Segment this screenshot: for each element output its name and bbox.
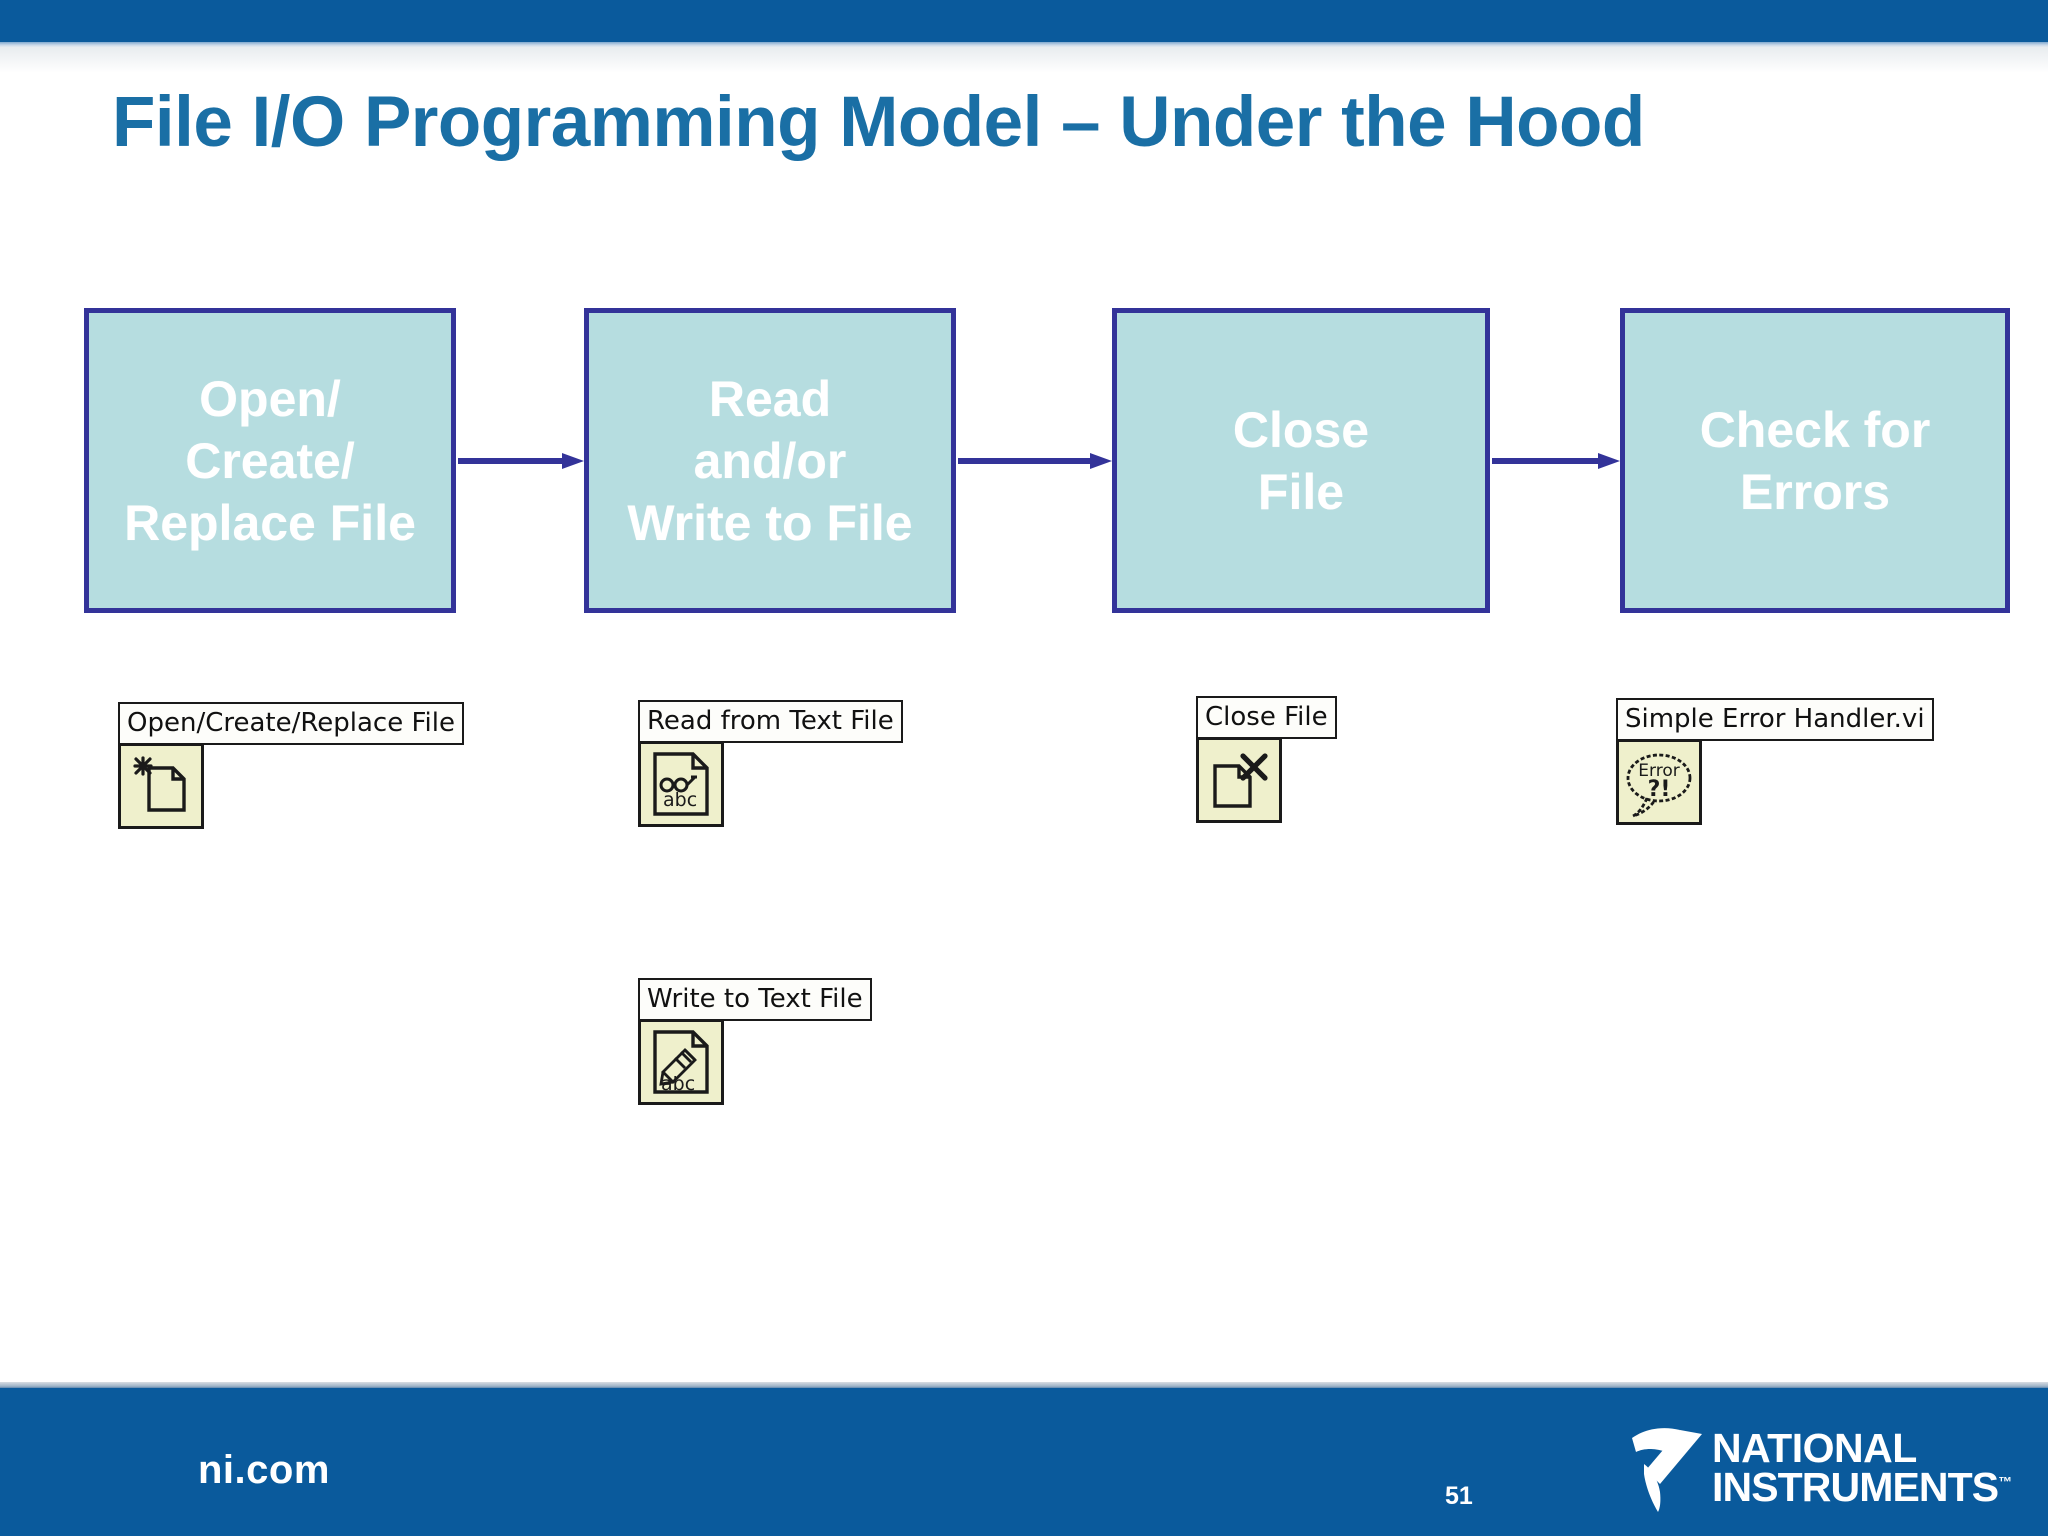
error-speech-bubble-icon: Error ?! xyxy=(1616,739,1702,825)
vi-write-to-text-file[interactable]: Write to Text File abc xyxy=(638,978,872,1105)
vi-open-create-replace-file[interactable]: Open/Create/Replace File xyxy=(118,702,464,829)
national-instruments-logo: NATIONAL INSTRUMENTS™ xyxy=(1630,1418,2020,1518)
arrow-shaft xyxy=(458,458,562,464)
document-glasses-abc-icon: abc xyxy=(638,741,724,827)
flow-box-close-file[interactable]: Close File xyxy=(1112,308,1490,613)
svg-text:abc: abc xyxy=(663,789,697,811)
vi-label: Read from Text File xyxy=(638,700,903,743)
vi-label: Close File xyxy=(1196,696,1337,739)
page-title: File I/O Programming Model – Under the H… xyxy=(112,83,1645,162)
arrow-shaft xyxy=(958,458,1090,464)
top-banner xyxy=(0,0,2048,42)
arrow-head xyxy=(1598,453,1620,469)
ni-com-link[interactable]: ni.com xyxy=(198,1448,330,1492)
top-banner-fade xyxy=(0,47,2048,73)
footer-banner xyxy=(0,1388,2048,1536)
ni-wordmark-line2: INSTRUMENTS™ xyxy=(1712,1467,2012,1508)
ni-wordmark-line1: NATIONAL xyxy=(1712,1425,1917,1472)
vi-label: Open/Create/Replace File xyxy=(118,702,464,745)
arrow-right-icon xyxy=(458,453,584,469)
svg-text:?!: ?! xyxy=(1648,777,1671,802)
vi-label: Write to Text File xyxy=(638,978,872,1021)
document-pencil-abc-icon: abc xyxy=(638,1019,724,1105)
ni-eagle-mark-icon xyxy=(1632,1428,1702,1512)
footer-rule xyxy=(0,1382,2048,1388)
document-sparkle-icon xyxy=(118,743,204,829)
arrow-head xyxy=(1090,453,1112,469)
vi-simple-error-handler[interactable]: Simple Error Handler.vi Error ?! xyxy=(1616,698,1934,825)
page-number: 51 xyxy=(1445,1482,1473,1510)
vi-read-from-text-file[interactable]: Read from Text File abc xyxy=(638,700,903,827)
vi-close-file[interactable]: Close File xyxy=(1196,696,1337,823)
flow-box-label: Close File xyxy=(1232,401,1370,520)
flow-box-read-write[interactable]: Read and/or Write to File xyxy=(584,308,956,613)
arrow-right-icon xyxy=(958,453,1112,469)
flow-box-label: Open/ Create/ Replace File xyxy=(124,370,416,551)
svg-text:abc: abc xyxy=(661,1073,695,1095)
flow-box-check-errors[interactable]: Check for Errors xyxy=(1620,308,2010,613)
svg-text:Error: Error xyxy=(1638,761,1679,781)
flow-box-label: Check for Errors xyxy=(1699,401,1931,520)
document-x-icon xyxy=(1196,737,1282,823)
top-banner-rule xyxy=(0,42,2048,47)
flow-box-open-create-replace[interactable]: Open/ Create/ Replace File xyxy=(84,308,456,613)
flow-box-label: Read and/or Write to File xyxy=(627,370,913,551)
arrow-head xyxy=(562,453,584,469)
arrow-shaft xyxy=(1492,458,1598,464)
ni-wordmark-line2-text: INSTRUMENTS xyxy=(1712,1464,1999,1510)
ni-wordmark: NATIONAL INSTRUMENTS™ xyxy=(1712,1425,2012,1508)
arrow-right-icon xyxy=(1492,453,1620,469)
trademark-symbol: ™ xyxy=(1998,1473,2012,1490)
vi-label: Simple Error Handler.vi xyxy=(1616,698,1934,741)
